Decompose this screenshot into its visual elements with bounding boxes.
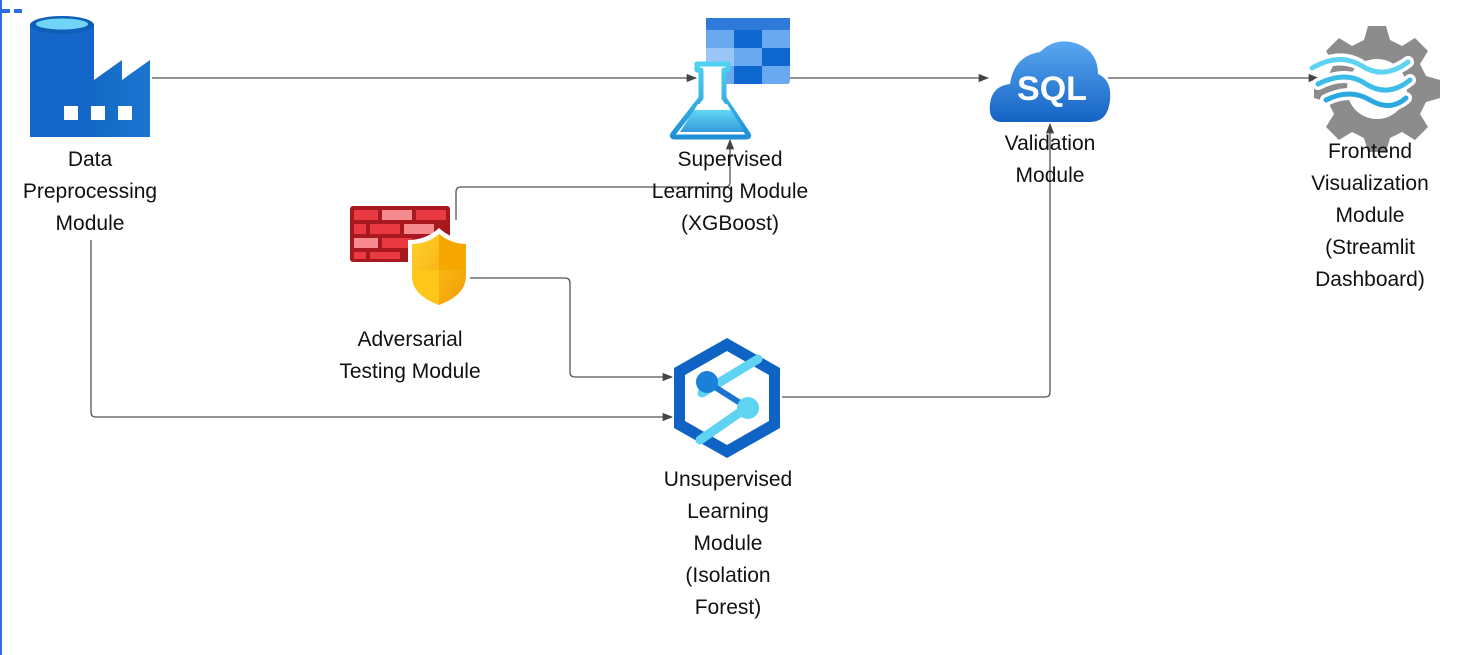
label-line: Learning (687, 500, 769, 523)
label-line: Unsupervised (663, 468, 793, 491)
label-line: (Streamlit (1325, 236, 1415, 259)
label-frontend-visualization: Frontend Visualization Module (Streamlit… (1280, 136, 1459, 296)
sql-cloud-text: SQL (1017, 70, 1087, 108)
label-line: Preprocessing (22, 180, 158, 203)
canvas-frame-corner (2, 0, 46, 13)
label-line: Forest) (694, 596, 762, 619)
label-line: Data (67, 148, 113, 171)
label-line: (XGBoost) (680, 212, 780, 235)
connector-unsupervised-to-validation (782, 122, 1055, 398)
connector-data-to-unsupervised (90, 240, 674, 422)
label-line: Frontend (1327, 140, 1413, 163)
label-supervised-learning: Supervised Learning Module (XGBoost) (620, 144, 840, 240)
machine-learning-flask-icon (669, 18, 790, 140)
label-line: Module (693, 532, 763, 555)
label-data-preprocessing: Data Preprocessing Module (0, 144, 180, 240)
sql-cloud-icon: SQL (989, 41, 1111, 123)
canvas-frame-edge (0, 0, 2, 655)
connector-adversarial-to-supervised (455, 138, 735, 220)
label-validation: Validation Module (960, 128, 1140, 192)
label-line: Dashboard) (1315, 268, 1425, 291)
label-line: Supervised (677, 148, 783, 171)
label-line: Module (1335, 204, 1405, 227)
label-line: (Isolation (685, 564, 771, 587)
data-factory-icon (30, 16, 150, 137)
label-line: Adversarial (357, 328, 463, 351)
synapse-hexagon-icon (674, 338, 780, 458)
label-unsupervised-learning: Unsupervised Learning Module (Isolation … (628, 464, 828, 624)
connectors (90, 73, 1320, 422)
label-line: Testing Module (339, 360, 481, 383)
connector-adversarial-to-unsupervised (464, 277, 674, 382)
label-line: Validation (1004, 132, 1096, 155)
streamlit-gear-icon (1306, 26, 1440, 152)
label-adversarial-testing: Adversarial Testing Module (310, 324, 510, 388)
firewall-shield-icon (350, 206, 470, 310)
label-line: Module (1015, 164, 1085, 187)
label-line: Module (55, 212, 125, 235)
label-line: Learning Module (651, 180, 809, 203)
label-line: Visualization (1311, 172, 1429, 195)
